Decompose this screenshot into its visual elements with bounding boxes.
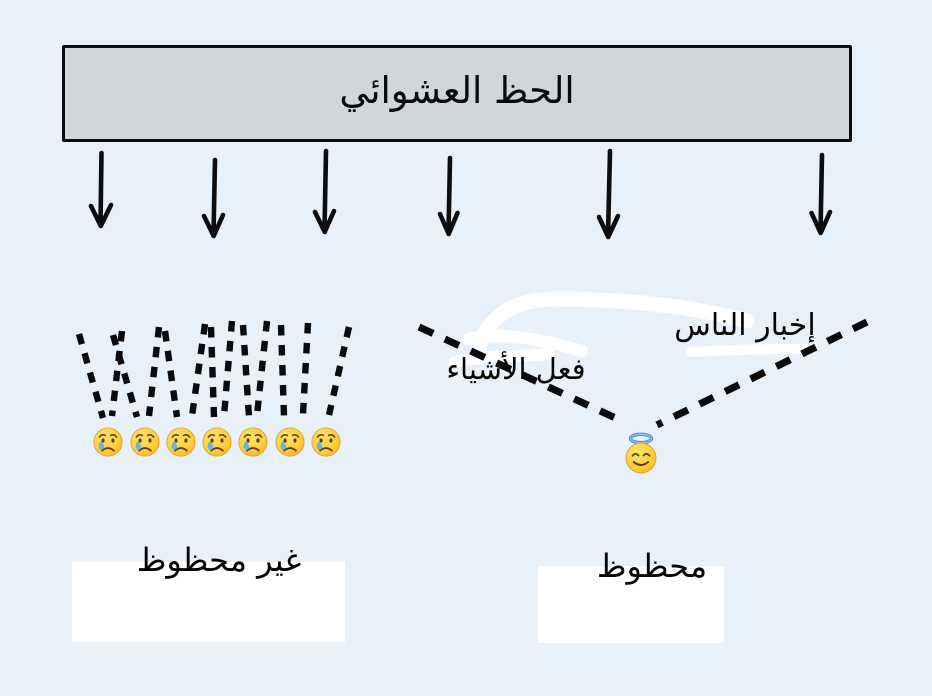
dashed-line bbox=[239, 324, 253, 418]
crying-face-emoji bbox=[129, 426, 161, 458]
title-label: الحظ العشوائي bbox=[339, 69, 575, 112]
down-arrow bbox=[88, 150, 114, 229]
dashed-line bbox=[220, 320, 236, 417]
arrows-group bbox=[88, 148, 833, 240]
title-box: الحظ العشوائي bbox=[62, 45, 852, 142]
down-arrow bbox=[596, 148, 621, 240]
crying-face-emoji bbox=[237, 426, 269, 458]
right-dashed-lines bbox=[417, 318, 869, 429]
down-arrow bbox=[312, 148, 337, 235]
crying-face-emoji bbox=[310, 426, 342, 458]
left-dashed-lines bbox=[75, 320, 353, 419]
dashed-line bbox=[161, 330, 181, 418]
dashed-line bbox=[145, 326, 163, 417]
crying-face-emoji bbox=[274, 426, 306, 458]
label-lucky: محظوظ bbox=[596, 547, 708, 585]
label-telling-people: إخبار الناس bbox=[674, 308, 816, 343]
crying-face-emoji bbox=[165, 426, 197, 458]
dashed-line bbox=[277, 324, 288, 417]
dashed-line bbox=[325, 326, 353, 416]
lucky-answer-box bbox=[538, 566, 724, 643]
eraser-scribble bbox=[449, 291, 811, 368]
dashed-line bbox=[299, 322, 312, 415]
dashed-line bbox=[109, 334, 141, 418]
crying-face-emoji bbox=[92, 426, 124, 458]
dashed-line bbox=[207, 326, 218, 418]
telling-people-line bbox=[655, 318, 869, 429]
down-arrow bbox=[809, 152, 833, 236]
unlucky-answer-box bbox=[72, 562, 345, 642]
label-unlucky: غير محظوظ bbox=[136, 541, 302, 579]
dashed-line bbox=[188, 323, 209, 417]
dashed-line bbox=[108, 330, 126, 417]
crying-emoji-row bbox=[92, 426, 342, 458]
dashed-line bbox=[253, 320, 271, 416]
down-arrow bbox=[437, 155, 460, 237]
doing-things-line bbox=[417, 323, 624, 425]
smiling-face-with-halo-emoji bbox=[624, 432, 658, 475]
crying-face-emoji bbox=[201, 426, 233, 458]
down-arrow bbox=[201, 157, 226, 239]
label-doing-things: فعل الأشياء bbox=[446, 352, 586, 386]
dashed-line bbox=[75, 333, 107, 419]
